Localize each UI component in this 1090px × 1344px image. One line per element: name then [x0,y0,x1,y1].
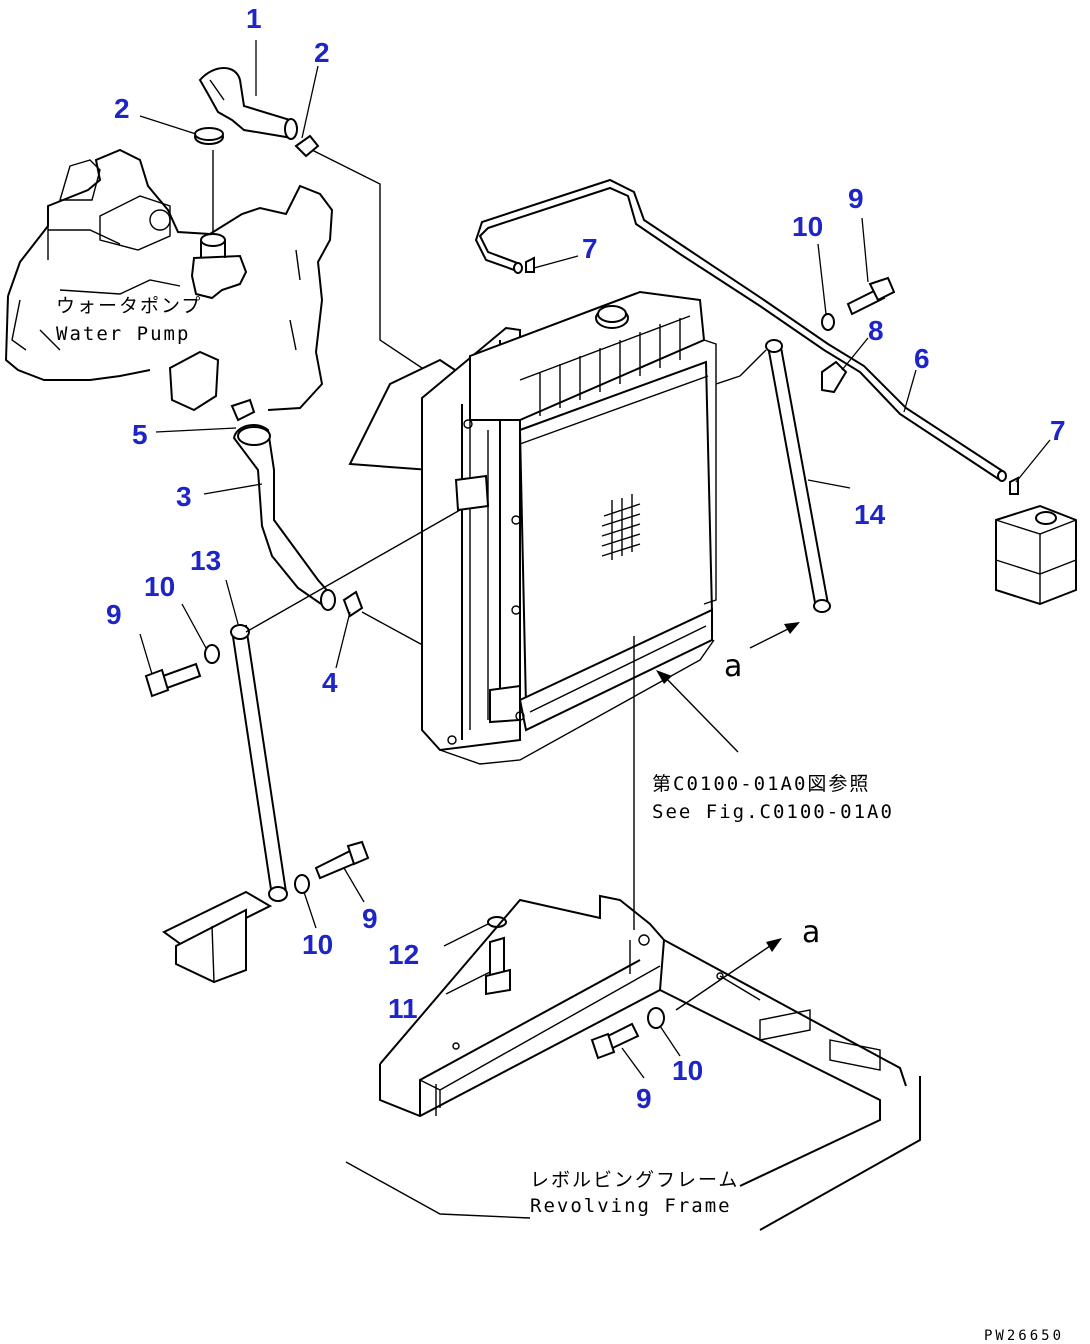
hose-clamp-lower [342,590,364,618]
pump-outlet-fitting [168,350,256,422]
upper-hose [198,67,298,140]
callout-leaders [139,40,1051,1079]
bolt-11 [485,916,511,996]
radiator-arrowhead [784,622,800,634]
callout-9: 9 [848,183,864,214]
tube-clamp [821,360,848,394]
callout-7: 7 [582,233,598,264]
hose-leader-line [311,149,441,381]
overflow-tube [474,178,1007,482]
callout-12: 12 [388,939,419,970]
view-arrow-a-label: a [802,915,820,950]
callout-13: 13 [190,545,221,576]
water-pump-label-en: Water Pump [56,323,190,345]
callout-7: 7 [1050,415,1066,446]
water-pump-label-jp: ウォータポンプ [56,295,202,317]
engine-block [4,148,334,411]
frame-arrow-line [675,945,771,1011]
hose-clamp-top [194,127,224,141]
tube-clip [525,256,535,273]
callout-9: 9 [362,903,378,934]
radiator-arrow-line [749,627,791,649]
bolt-lower-left [314,840,370,880]
revolving-frame [345,894,921,1231]
see-fig-label-en: See Fig.C0100-01A0 [652,801,894,823]
drawing-code: PW26650 [984,1328,1064,1344]
washer-left [204,644,220,664]
callout-6: 6 [914,343,930,374]
revolving-frame-label-en: Revolving Frame [530,1195,732,1217]
thermostat-housing [190,150,248,300]
callout-10: 10 [144,571,175,602]
stay-rod-left [230,509,461,902]
callout-5: 5 [132,419,148,450]
callout-14: 14 [854,499,886,530]
reserve-tank [995,504,1077,606]
callout-10: 10 [302,929,333,960]
callout-2: 2 [114,93,130,124]
washer-lower-left [294,874,310,894]
bolt-left [144,662,202,698]
callout-3: 3 [176,481,192,512]
callout-9: 9 [106,599,122,630]
hose-clamp [294,134,320,158]
callout-11: 11 [388,993,418,1024]
callout-2: 2 [314,37,330,68]
view-arrow-a-label: a [724,649,742,684]
see-fig-label-jp: 第C0100-01A0図参照 [652,773,870,795]
see-fig-leader [663,675,739,753]
callout-10: 10 [672,1055,703,1086]
radiator-assembly [348,290,741,765]
washer-upper-right [821,313,835,331]
revolving-frame-label-jp: レボルビングフレーム [530,1169,739,1191]
mount-bracket [162,890,273,984]
washer-frame [647,1007,665,1029]
frame-arrowhead [766,938,782,952]
stay-rod-right [739,339,831,613]
callout-4: 4 [322,667,338,698]
bolt-upper-right [846,276,896,316]
see-fig-arrowhead [656,670,672,684]
callout-1: 1 [246,3,262,34]
callout-10: 10 [792,211,823,242]
bolt-frame [590,1022,640,1060]
callout-9: 9 [636,1083,652,1114]
lower-hose [232,423,336,611]
callout-8: 8 [868,315,884,346]
